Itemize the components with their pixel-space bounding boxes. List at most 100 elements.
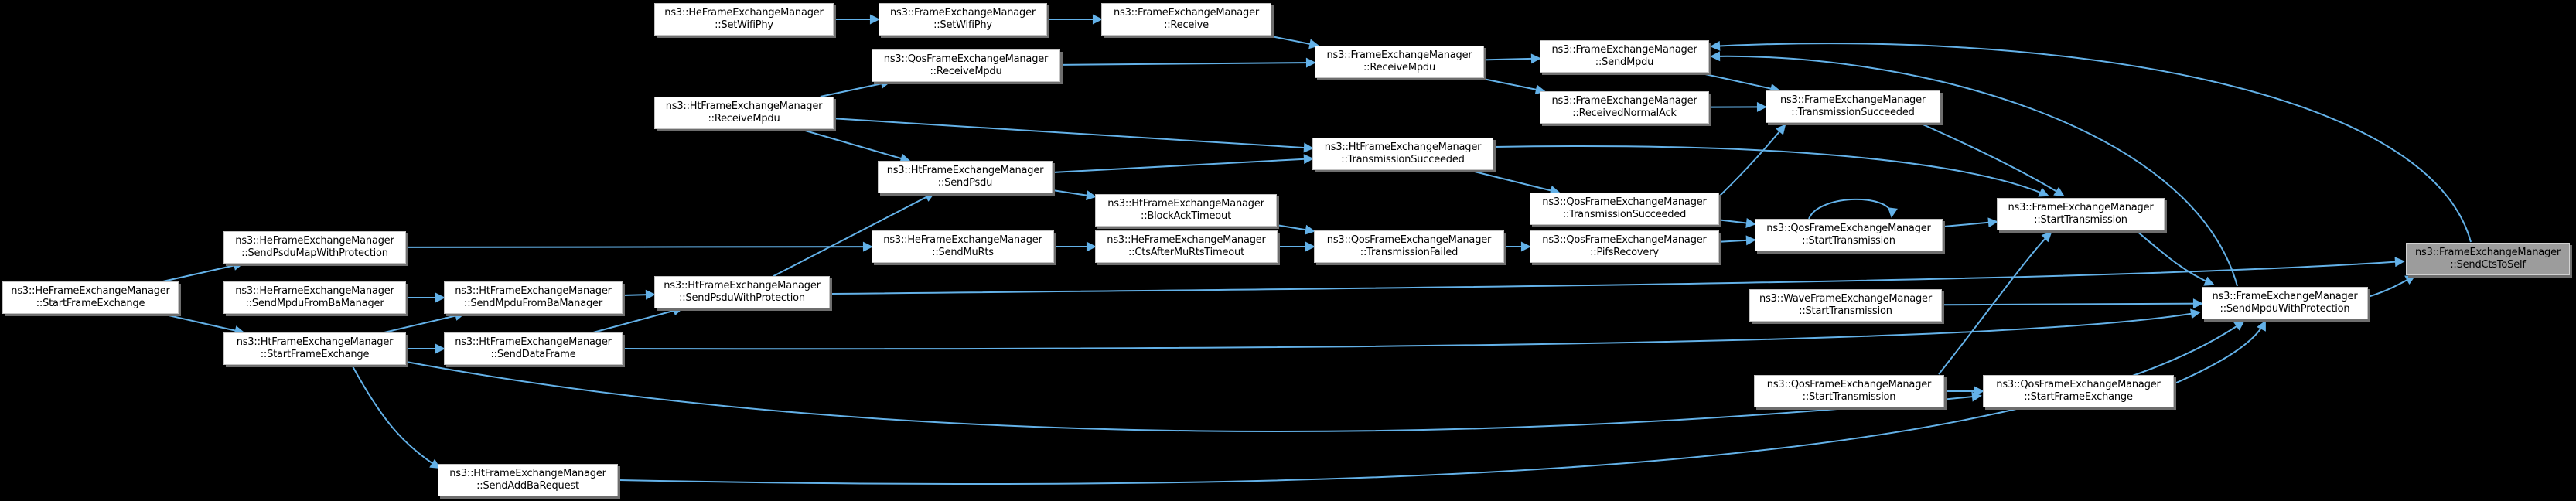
graph-node-heStartFrameExchange[interactable]: ns3::HeFrameExchangeManager::StartFrameE… [2,281,179,314]
graph-node-htSendAddBaRequest[interactable]: ns3::HtFrameExchangeManager::SendAddBaRe… [438,464,618,496]
call-edge-htSendPsduWithProtection-to-htSendPsdu [773,193,936,277]
node-class-label: ns3::HtFrameExchangeManager [1324,141,1482,153]
call-edge-heStartFrameExchange-to-htStartFrameExchange [162,313,245,336]
graph-node-femReceivedNormalAck[interactable]: ns3::FrameExchangeManager::ReceivedNorma… [1540,91,1709,124]
node-method-label: ::SendMpdu [1595,56,1654,68]
node-class-label: ns3::HtFrameExchangeManager [449,468,606,479]
graph-node-htStartFrameExchange[interactable]: ns3::HtFrameExchangeManager::StartFrameE… [223,332,406,365]
node-class-label: ns3::QosFrameExchangeManager [1326,234,1492,246]
node-class-label: ns3::FrameExchangeManager [2414,247,2561,258]
graph-node-femStartTransmission[interactable]: ns3::FrameExchangeManager::StartTransmis… [1997,198,2165,230]
call-edge-femReceiveMpdu-to-femReceivedNormalAck [1479,77,1546,95]
graph-node-heSendMuRts[interactable]: ns3::HeFrameExchangeManager::SendMuRts [872,230,1054,263]
call-edge-femSendMpdu-to-femTransmissionSucceeded [1697,72,1781,94]
graph-node-htBlockAckTimeout[interactable]: ns3::HtFrameExchangeManager::BlockAckTim… [1095,194,1277,227]
node-method-label: ::SendMpduFromBaManager [245,298,384,309]
graph-node-qosReceiveMpdu[interactable]: ns3::QosFrameExchangeManager::ReceiveMpd… [872,49,1060,82]
node-class-label: ns3::QosFrameExchangeManager [1996,379,2161,390]
call-edge-htSendDataFrame-to-femSendMpduWithProtection [623,308,2201,350]
node-class-label: ns3::HeFrameExchangeManager [664,7,824,19]
node-method-label: ::StartFrameExchange [260,349,370,360]
node-method-label: ::StartTransmission [1802,391,1896,403]
call-edge-htSendDataFrame-to-htSendPsduWithProtection [592,305,684,333]
call-edge-htStartFrameExchange-to-qosStartFrameExchange [401,360,1982,433]
graph-node-qosStartTransmission2[interactable]: ns3::QosFrameExchangeManager::StartTrans… [1754,375,1944,407]
call-edge-femSendMpduWithProtection-to-femSendCtsToSelf [2367,275,2416,298]
node-method-label: ::StartTransmission [1799,305,1892,317]
graph-node-femTransmissionSucceeded[interactable]: ns3::FrameExchangeManager::TransmissionS… [1766,90,1940,123]
call-edge-femStartTransmission-to-femSendMpduWithProtection [2135,230,2215,286]
node-method-label: ::SendDataFrame [490,349,576,360]
node-method-label: ::StartFrameExchange [36,298,145,309]
graph-node-waveStartTransmission[interactable]: ns3::WaveFrameExchangeManager::StartTran… [1749,289,1942,322]
graph-node-qosTransmissionSucceeded[interactable]: ns3::QosFrameExchangeManager::Transmissi… [1530,193,1719,225]
node-class-label: ns3::HeFrameExchangeManager [235,285,394,297]
node-method-label: ::ReceiveMpdu [708,113,780,124]
graph-node-femSendMpdu[interactable]: ns3::FrameExchangeManager::SendMpdu [1540,40,1709,73]
graph-node-htSendDataFrame[interactable]: ns3::HtFrameExchangeManager::SendDataFra… [444,332,623,365]
call-edge-femTransmissionSucceeded-to-femStartTransmission [1919,122,2065,197]
call-edge-htSendPsdu-to-htBlockAckTimeout [1052,189,1097,201]
node-method-label: ::StartTransmission [2034,214,2127,226]
node-method-label: ::TransmissionSucceeded [1562,209,1687,220]
graph-node-qosStartTransmission[interactable]: ns3::QosFrameExchangeManager::StartTrans… [1755,219,1943,251]
graph-node-femSetWifiPhy[interactable]: ns3::FrameExchangeManager::SetWifiPhy [879,3,1047,36]
node-class-label: ns3::FrameExchangeManager [2008,202,2154,213]
call-edge-htSendPsduWithProtection-to-femSendCtsToSelf [830,257,2405,295]
call-edge-qosPifsRecovery-to-qosStartTransmission [1718,235,1756,246]
node-class-label: ns3::HeFrameExchangeManager [235,235,394,247]
node-method-label: ::SendMpduFromBaManager [464,298,602,309]
call-edge-femSendMpduWithProtection-to-femSendMpdu [1710,51,2238,287]
call-edge-htStartFrameExchange-to-htSendMpduFromBaManager [384,311,466,333]
graph-node-qosPifsRecovery[interactable]: ns3::QosFrameExchangeManager::PifsRecove… [1530,230,1719,263]
graph-node-qosTransmissionFailed[interactable]: ns3::QosFrameExchangeManager::Transmissi… [1314,230,1504,263]
call-edge-htTransmissionSucceeded-to-femStartTransmission [1493,145,2049,197]
graph-node-femReceive[interactable]: ns3::FrameExchangeManager::Receive [1101,3,1271,36]
node-class-label: ns3::FrameExchangeManager [1551,44,1697,56]
node-class-label: ns3::HtFrameExchangeManager [455,285,612,297]
call-edge-waveStartTransmission-to-femSendMpduWithProtection [1941,298,2203,309]
call-edge-qosReceiveMpdu-to-femReceiveMpdu [1059,57,1316,68]
call-edge-htTransmissionSucceeded-to-qosTransmissionSucceeded [1468,169,1561,196]
node-class-label: ns3::QosFrameExchangeManager [883,53,1049,65]
node-method-label: ::BlockAckTimeout [1141,210,1231,222]
node-method-label: ::StartFrameExchange [2024,391,2133,403]
node-method-label: ::TransmissionSucceeded [1791,107,1915,118]
node-class-label: ns3::QosFrameExchangeManager [1542,196,1707,208]
graph-node-htSendMpduFromBaManager[interactable]: ns3::HtFrameExchangeManager::SendMpduFro… [444,281,623,314]
node-class-label: ns3::FrameExchangeManager [1779,94,1926,106]
graph-node-femSendMpduWithProtection[interactable]: ns3::FrameExchangeManager::SendMpduWithP… [2202,287,2368,319]
graph-node-htSendPsduWithProtection[interactable]: ns3::HtFrameExchangeManager::SendPsduWit… [654,276,830,308]
graph-node-htTransmissionSucceeded[interactable]: ns3::HtFrameExchangeManager::Transmissio… [1312,138,1493,170]
graph-node-htReceiveMpdu[interactable]: ns3::HtFrameExchangeManager::ReceiveMpdu [654,97,834,129]
call-edge-htBlockAckTimeout-to-qosTransmissionFailed [1276,224,1315,235]
node-method-label: ::SendPsduMapWithProtection [241,247,388,259]
graph-node-heSetWifiPhy[interactable]: ns3::HeFrameExchangeManager::SetWifiPhy [654,3,834,36]
graph-node-qosStartFrameExchange[interactable]: ns3::QosFrameExchangeManager::StartFrame… [1983,375,2174,407]
graph-node-femSendCtsToSelf-target: ns3::FrameExchangeManager::SendCtsToSelf [2406,243,2570,275]
node-method-label: ::Receive [1164,19,1209,31]
node-class-label: ns3::HeFrameExchangeManager [1107,234,1266,246]
node-method-label: ::SendPsdu [937,177,993,189]
node-class-label: ns3::HtFrameExchangeManager [664,280,821,291]
node-class-label: ns3::FrameExchangeManager [2212,291,2358,302]
node-method-label: ::TransmissionSucceeded [1341,154,1465,165]
call-edge-htReceiveMpdu-to-qosReceiveMpdu [820,78,892,97]
graph-node-heSendPsduMapWithProtection[interactable]: ns3::HeFrameExchangeManager::SendPsduMap… [223,231,406,264]
graph-node-heCtsAfterMuRtsTimeout[interactable]: ns3::HeFrameExchangeManager::CtsAfterMuR… [1095,230,1278,263]
node-method-label: ::SetWifiPhy [933,19,992,31]
node-method-label: ::ReceiveMpdu [1363,62,1435,73]
node-class-label: ns3::FrameExchangeManager [889,7,1036,19]
graph-node-femReceiveMpdu[interactable]: ns3::FrameExchangeManager::ReceiveMpdu [1315,46,1484,78]
node-class-label: ns3::HeFrameExchangeManager [883,234,1042,246]
call-edge-htReceiveMpdu-to-htTransmissionSucceeded [833,118,1314,153]
node-class-label: ns3::FrameExchangeManager [1326,49,1472,61]
node-method-label: ::CtsAfterMuRtsTimeout [1128,247,1244,258]
node-method-label: ::ReceiveMpdu [930,66,1002,77]
graph-node-htSendPsdu[interactable]: ns3::HtFrameExchangeManager::SendPsdu [878,161,1053,193]
node-class-label: ns3::HtFrameExchangeManager [665,101,823,112]
call-edge-femReceiveMpdu-to-femSendMpdu [1483,53,1541,64]
graph-node-heSendMpduFromBaManager[interactable]: ns3::HeFrameExchangeManager::SendMpduFro… [223,281,406,314]
call-edge-htSendPsdu-to-htTransmissionSucceeded [1052,154,1314,173]
node-method-label: ::SendAddBaRequest [476,480,579,492]
